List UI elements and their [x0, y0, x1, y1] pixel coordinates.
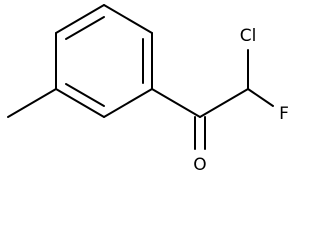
- ring-bond-top-right: [103, 4, 153, 34]
- ring-bond-bottom-left: [55, 88, 105, 118]
- ring-double-bond-inner-bottom-left: [65, 83, 105, 107]
- benzene-ring: [55, 4, 153, 118]
- chemical-structure-diagram: Cl F O: [7, 4, 289, 175]
- carbonyl-to-alpha-carbon-bond: [199, 88, 249, 118]
- methyl-bond: [7, 88, 57, 118]
- ring-bond-bottom-right: [103, 88, 153, 118]
- chlorine-label: Cl: [240, 26, 257, 46]
- alpha-carbon-to-fluorine-bond: [247, 88, 274, 107]
- fluorine-label: F: [279, 104, 289, 124]
- ring-double-bond-inner-top: [65, 16, 105, 40]
- structure-canvas: Cl F O: [7, 4, 289, 175]
- oxygen-label: O: [193, 155, 206, 175]
- ring-to-carbonyl-bond: [151, 88, 201, 118]
- ring-bond-top-left: [55, 4, 105, 34]
